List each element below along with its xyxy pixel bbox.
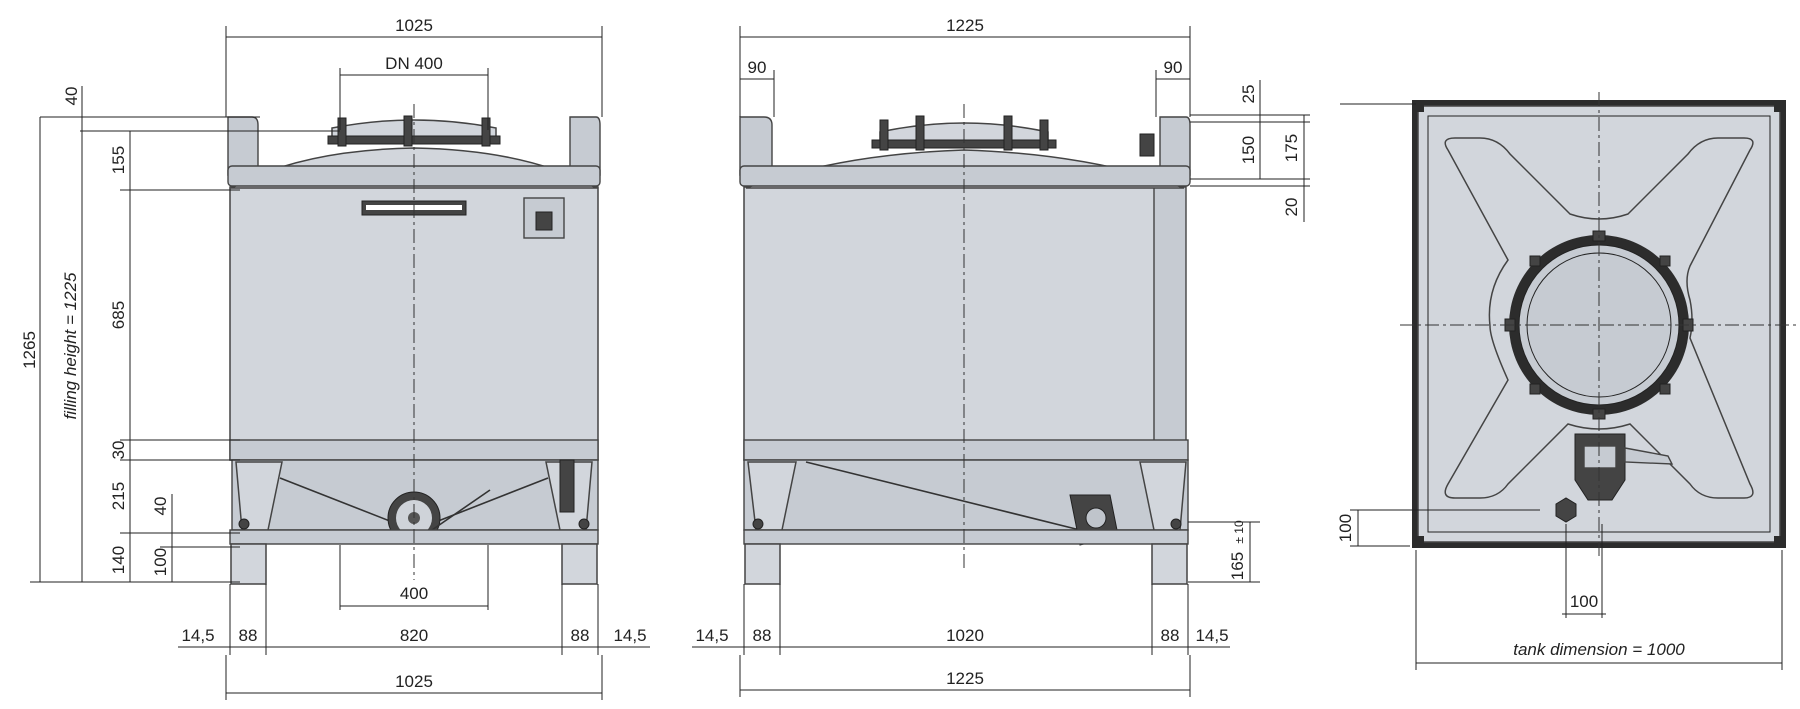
top-dimensions: 100 100 tank dimension = 1000: [1336, 103, 1783, 670]
side-top-fitting: [1139, 133, 1155, 157]
front-corner-post-right: [569, 116, 601, 176]
side-view: [739, 104, 1191, 585]
front-dim-140: 140: [109, 546, 128, 574]
top-dim-100-horizontal: 100: [1570, 592, 1598, 611]
front-dim-total-height: 1265: [20, 331, 39, 369]
front-dim-30: 30: [109, 441, 128, 460]
front-dim-dn: DN 400: [385, 54, 443, 73]
front-valve-handle: [431, 489, 491, 531]
front-lid-bolt-left: [337, 117, 347, 147]
side-dim-150: 150: [1239, 136, 1258, 164]
side-tank-body: [743, 186, 1157, 461]
front-cone-right: [427, 477, 549, 526]
side-dim-175: 175: [1282, 134, 1301, 162]
side-dim-b88-left: 88: [753, 626, 772, 645]
front-cone-left: [279, 477, 401, 526]
side-dim-tolerance: ± 10: [1232, 520, 1246, 544]
side-corner-post-right: [1159, 116, 1191, 176]
side-dim-20: 20: [1282, 198, 1301, 217]
front-lid-bolt-right: [481, 117, 491, 147]
front-dim-b14-left: 14,5: [181, 626, 214, 645]
side-right-pillar: [1153, 186, 1187, 461]
side-dim-25: 25: [1239, 85, 1258, 104]
front-side-plate: [559, 459, 575, 513]
side-dim-b14-right: 14,5: [1195, 626, 1228, 645]
side-foot-right: [1151, 543, 1188, 585]
top-dim-tank-dimension: tank dimension = 1000: [1513, 640, 1685, 659]
front-dim-215: 215: [109, 482, 128, 510]
front-dim-b88-right: 88: [571, 626, 590, 645]
front-dim-b88-left: 88: [239, 626, 258, 645]
top-view: [1400, 92, 1798, 560]
side-dim-b14-left: 14,5: [695, 626, 728, 645]
top-dim-100-vertical: 100: [1336, 514, 1355, 542]
top-drain-plug: [1555, 497, 1577, 523]
front-view: [227, 104, 601, 585]
side-dim-90-left: 90: [748, 58, 767, 77]
front-dim-b14-right: 14,5: [613, 626, 646, 645]
front-dim-155: 155: [109, 146, 128, 174]
front-dim-40: 40: [62, 87, 81, 106]
side-dim-width-bottom: 1225: [946, 669, 984, 688]
front-lid-bolt-mid: [403, 115, 413, 147]
front-dim-820: 820: [400, 626, 428, 645]
front-dim-400: 400: [400, 584, 428, 603]
front-dimensions: 1025 DN 400 1265 filling height = 1225 4…: [20, 16, 650, 700]
top-inner-border: [1427, 115, 1771, 533]
side-foot-left: [744, 543, 781, 585]
front-dim-filling-height: filling height = 1225: [61, 272, 80, 420]
front-dim-width-bottom: 1025: [395, 672, 433, 691]
front-fork-hole-right: [578, 518, 590, 530]
side-cone-line: [805, 461, 1081, 531]
side-corner-post-left: [739, 116, 773, 176]
side-base-rail: [743, 529, 1189, 545]
front-dim-s100: 100: [151, 548, 170, 576]
front-dim-width-top: 1025: [395, 16, 433, 35]
side-dim-b88-right: 88: [1161, 626, 1180, 645]
top-valve-lever: [1624, 447, 1674, 465]
side-dim-165: 165: [1228, 552, 1247, 580]
side-dimensions: 1225 90 90 25 150 175 20 165 ± 10 14,5 8…: [692, 16, 1310, 697]
front-foot-left: [230, 543, 267, 585]
front-dim-685: 685: [109, 301, 128, 329]
side-top-rim: [739, 165, 1191, 187]
side-dim-width-top: 1225: [946, 16, 984, 35]
front-foot-right: [561, 543, 598, 585]
front-dim-s40: 40: [151, 497, 170, 516]
side-lower-frame: [743, 459, 1189, 531]
side-lower-band: [743, 439, 1189, 461]
side-dim-1020: 1020: [946, 626, 984, 645]
side-dim-90-right: 90: [1164, 58, 1183, 77]
front-fork-hole-left: [238, 518, 250, 530]
